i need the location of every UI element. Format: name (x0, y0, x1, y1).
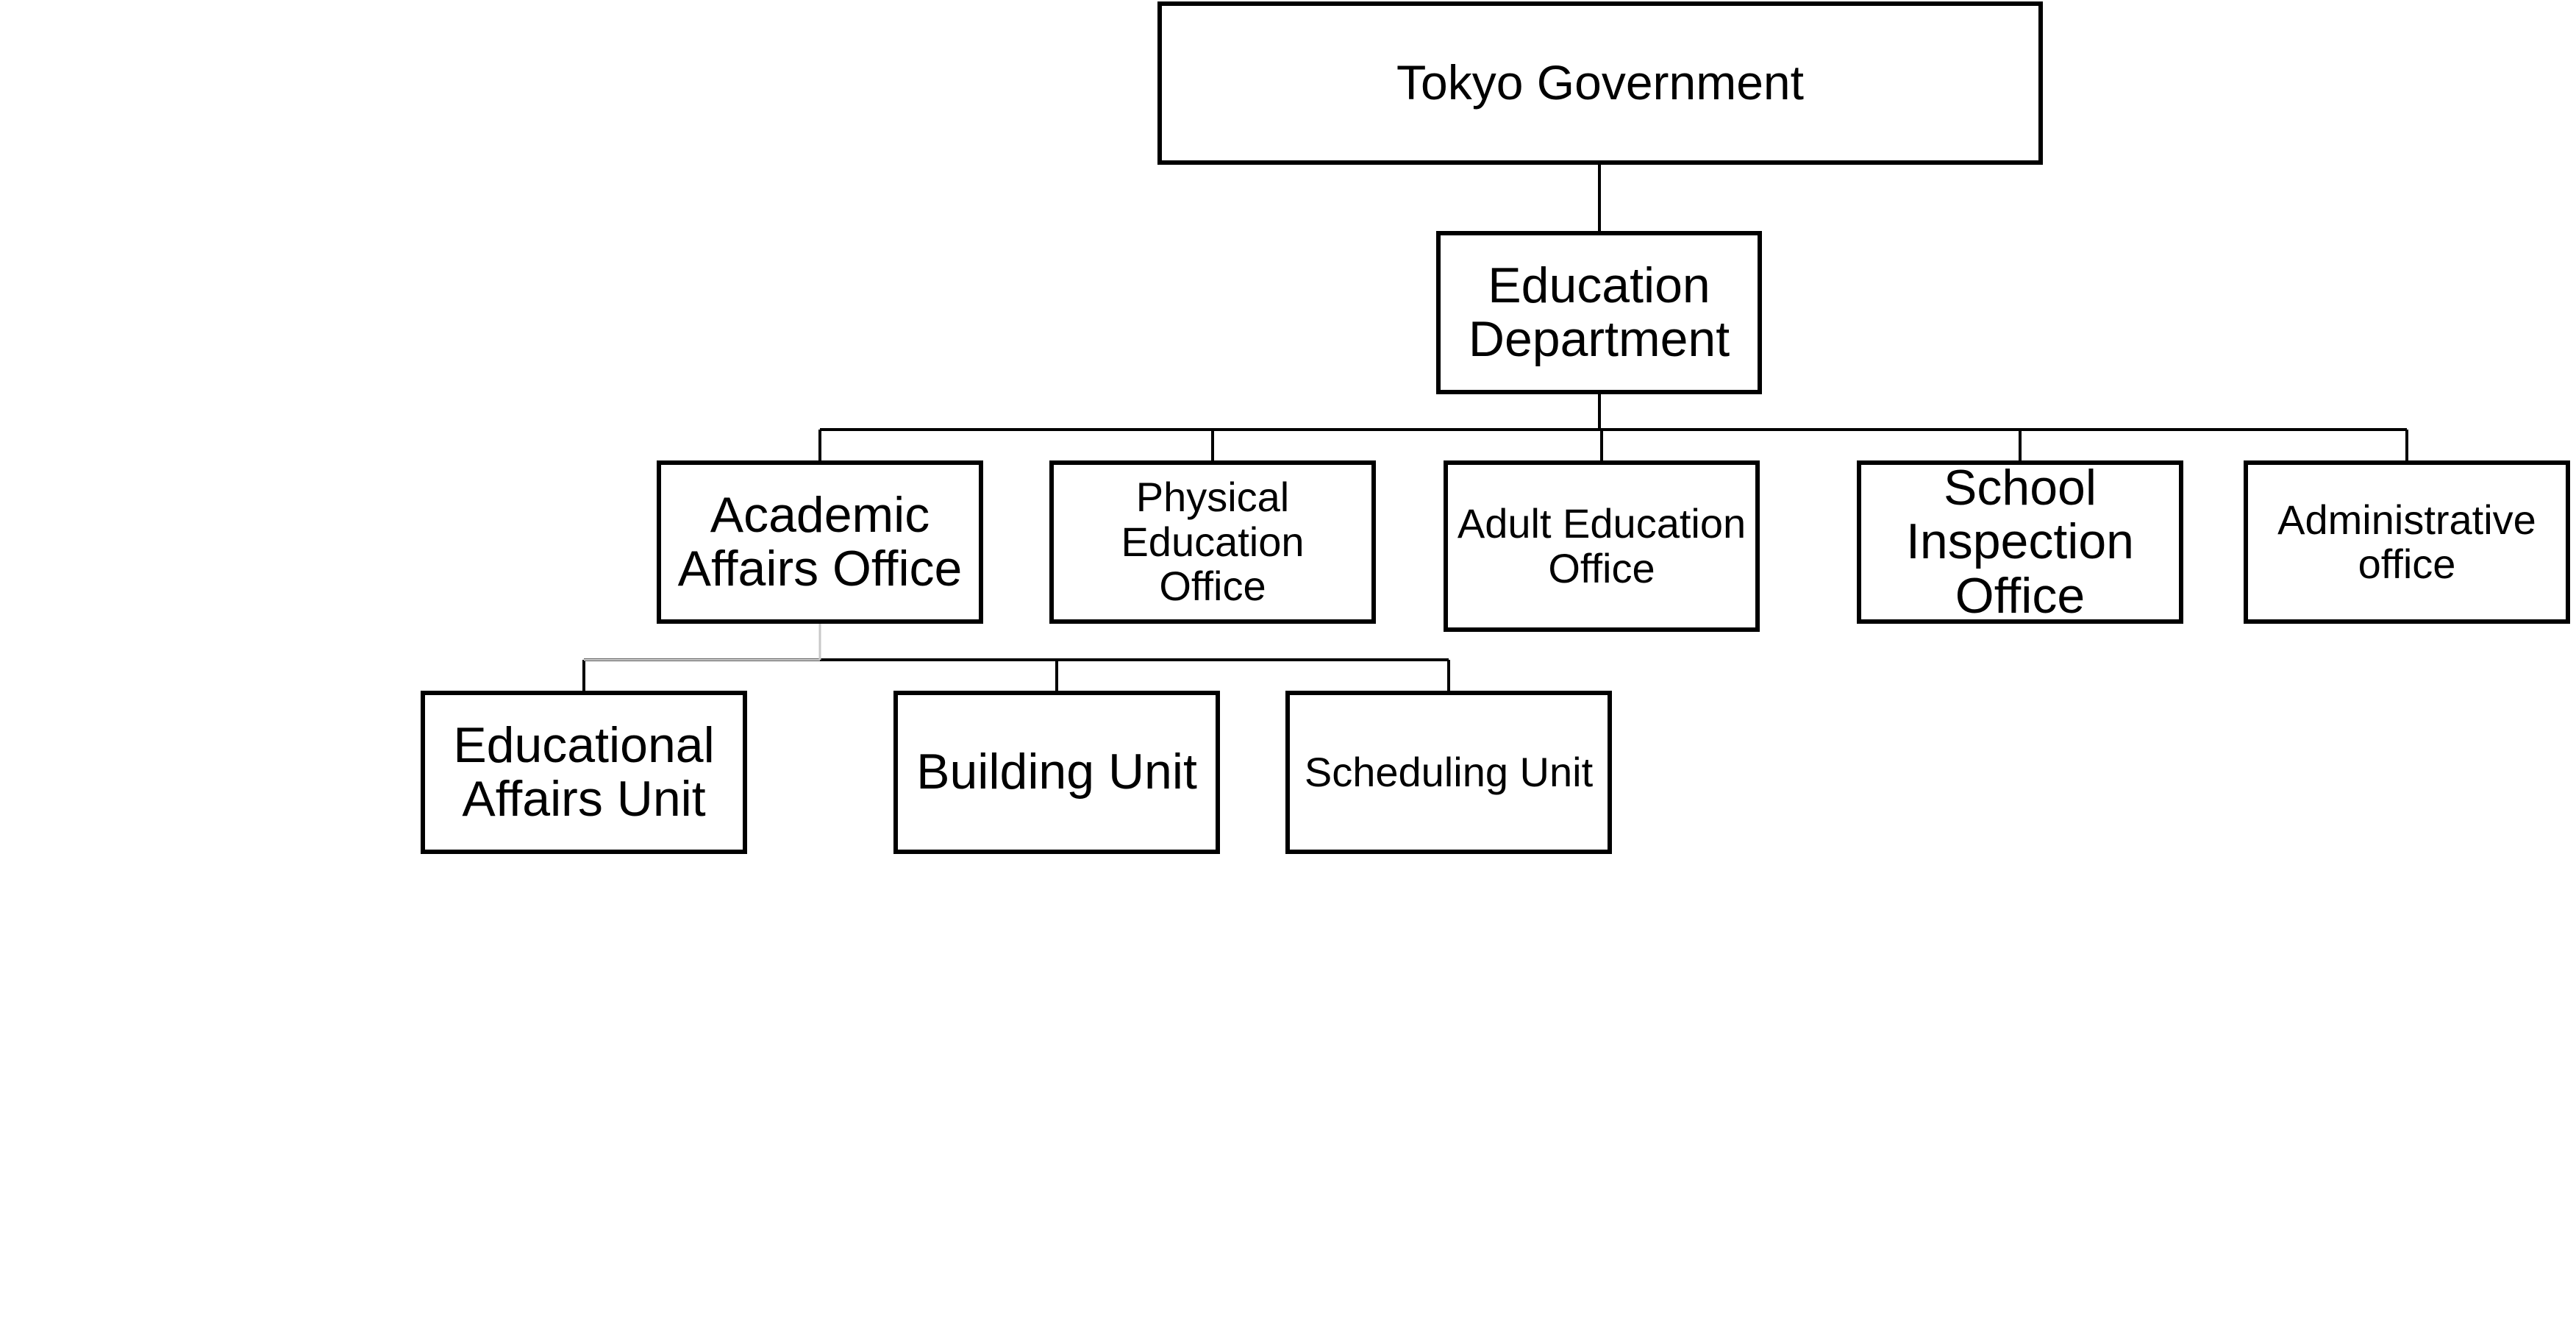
node-label: Physical Education Office (1121, 474, 1305, 610)
node-physical-education-office: Physical Education Office (1049, 460, 1376, 624)
node-academic-affairs-office: Academic Affairs Office (657, 460, 983, 624)
node-label: Administrative office (2277, 496, 2536, 587)
node-school-inspection-office: School Inspection Office (1857, 460, 2183, 624)
node-label: Academic Affairs Office (677, 486, 963, 597)
node-label: Building Unit (916, 744, 1197, 800)
node-tokyo-government: Tokyo Government (1157, 1, 2043, 165)
node-label: Scheduling Unit (1304, 748, 1594, 795)
node-label: Education Department (1468, 257, 1730, 367)
node-building-unit: Building Unit (893, 691, 1220, 854)
node-education-department: Education Department (1436, 231, 1762, 394)
node-label: School Inspection Office (1906, 459, 2134, 624)
node-educational-affairs-unit: Educational Affairs Unit (421, 691, 747, 854)
node-label: Tokyo Government (1396, 55, 1804, 110)
node-adult-education-office: Adult Education Office (1444, 460, 1760, 632)
node-administrative-office: Administrative office (2244, 460, 2570, 624)
node-label: Adult Education Office (1457, 500, 1747, 591)
node-label: Educational Affairs Unit (453, 716, 715, 827)
node-scheduling-unit: Scheduling Unit (1285, 691, 1612, 854)
